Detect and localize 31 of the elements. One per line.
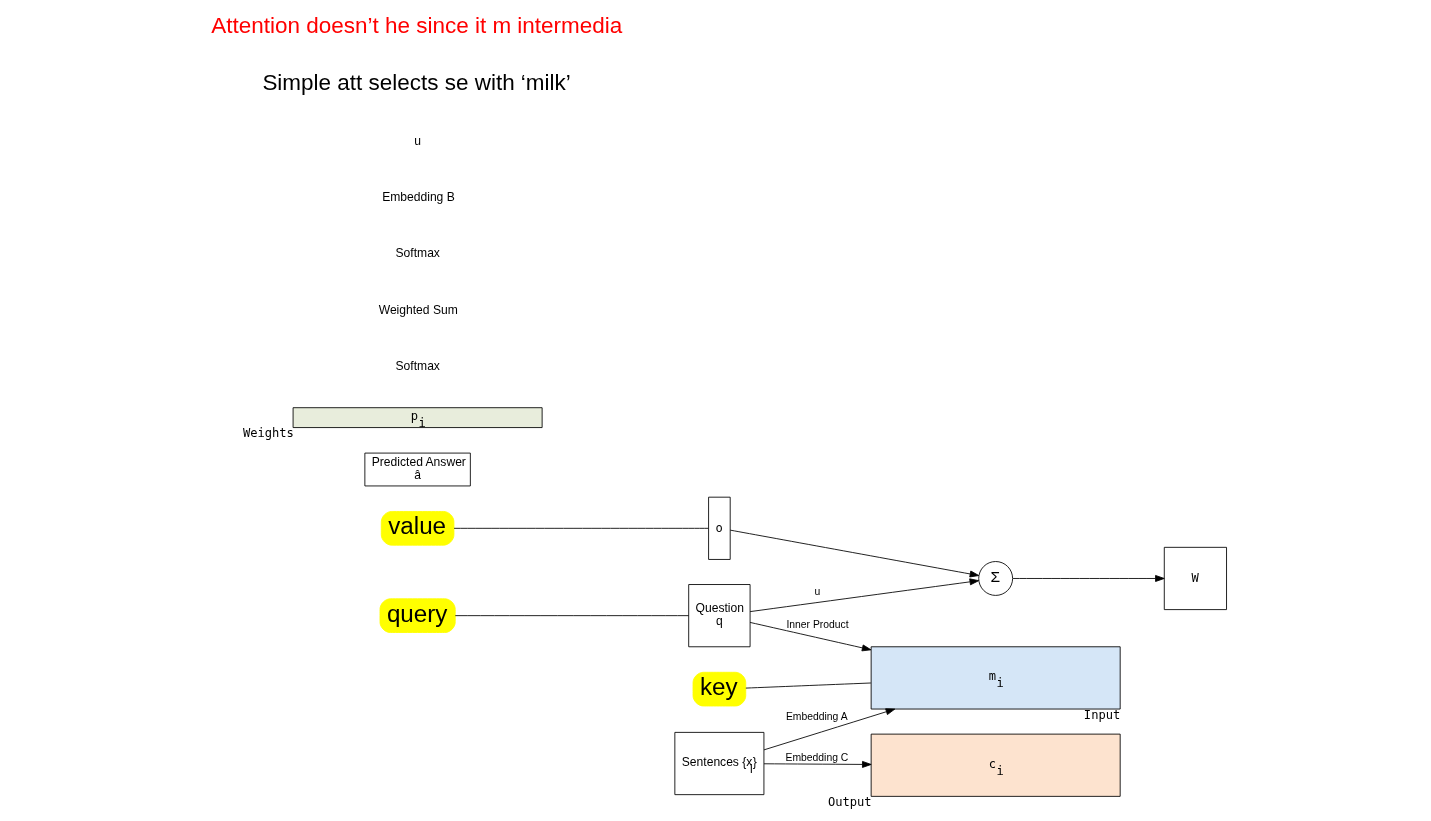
edge-label: Inner Product [786,619,849,631]
node-label: Output [827,795,872,810]
connector [454,615,690,617]
node-label: Weights [242,426,294,441]
node-label: Input [1083,707,1121,722]
label: Attention doesn’t he since it m intermedia [211,13,623,39]
arrow [749,622,872,652]
node-box: Question q [688,584,751,648]
arrow [763,708,896,751]
label: Softmax [395,246,440,261]
connector [745,682,872,689]
node-box: o [708,496,731,560]
arrow [729,529,980,578]
label: Embedding B [382,190,455,205]
label: Weighted Sum [378,302,458,317]
edge-label: Embedding C [785,751,849,763]
node-box: query [379,598,456,633]
edge-label: u [814,586,821,598]
edge-label: Embedding A [785,710,848,722]
node-circle: Σ [978,561,1014,596]
connector [453,527,709,529]
label: Softmax [395,358,440,373]
label: Simple att selects se with ‘milk’ [262,70,571,96]
arrow [749,578,980,613]
label: u [414,133,421,148]
arrow [1012,575,1165,582]
node-box: value [380,511,455,546]
node-box: W [1163,546,1227,611]
arrow [763,760,872,768]
node-box: key [692,671,747,707]
node-box: Predicted Answer â [364,452,471,487]
